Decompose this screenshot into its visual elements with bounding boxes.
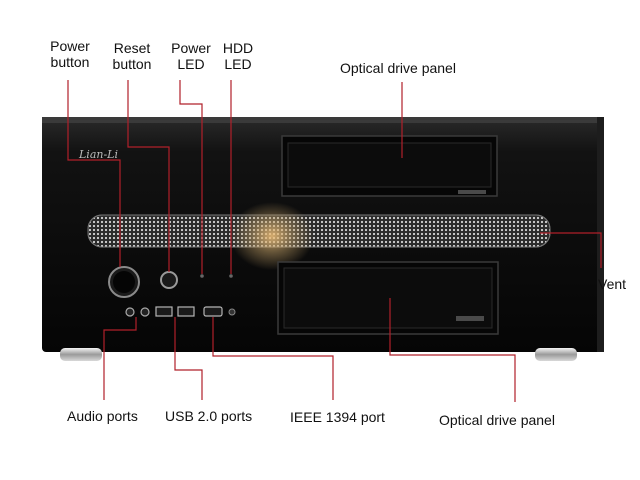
label-reset-button: Reset button [112, 40, 152, 72]
case-foot-left [60, 348, 102, 361]
callout-line-optical-drive-bottom [389, 298, 516, 402]
brand-logo: Lian-Li [78, 148, 118, 161]
case-foot-right [535, 348, 577, 361]
callout-line-reset-button [127, 80, 170, 272]
light-reflection [230, 202, 314, 270]
callout-line-vent [540, 232, 602, 268]
hdd-led [229, 274, 233, 278]
callout-line-power-button [67, 80, 121, 267]
ieee-1394-port[interactable] [203, 306, 223, 317]
audio-ports[interactable] [125, 307, 150, 317]
callout-lines [67, 80, 602, 402]
label-audio-ports: Audio ports [67, 408, 138, 424]
label-power-button: Power button [50, 38, 90, 70]
eject-button-top [458, 190, 486, 194]
label-power-led: Power LED [171, 40, 211, 72]
callout-line-power-led [179, 80, 203, 274]
usb-ports[interactable] [155, 306, 195, 317]
callout-line-ieee-port [212, 317, 334, 400]
reset-button[interactable] [160, 271, 178, 289]
label-ieee-port: IEEE 1394 port [290, 409, 385, 425]
label-hdd-led: HDD LED [222, 40, 254, 72]
label-optical-drive-panel-bottom: Optical drive panel [439, 412, 555, 428]
label-optical-drive-panel-top: Optical drive panel [340, 60, 456, 76]
label-vent: Vent [598, 276, 627, 292]
callout-line-audio-ports [103, 317, 137, 400]
eject-button-bottom [456, 316, 484, 321]
callout-line-usb-ports [174, 317, 203, 400]
optical-drive-panel-top[interactable] [281, 135, 498, 197]
label-usb-ports: USB 2.0 ports [165, 408, 253, 424]
optical-drive-panel-bottom[interactable] [277, 261, 499, 335]
case-top-edge [42, 117, 604, 123]
front-vent [87, 214, 551, 248]
screw-icon [228, 308, 236, 316]
power-button[interactable] [108, 266, 140, 298]
power-led [200, 274, 204, 278]
